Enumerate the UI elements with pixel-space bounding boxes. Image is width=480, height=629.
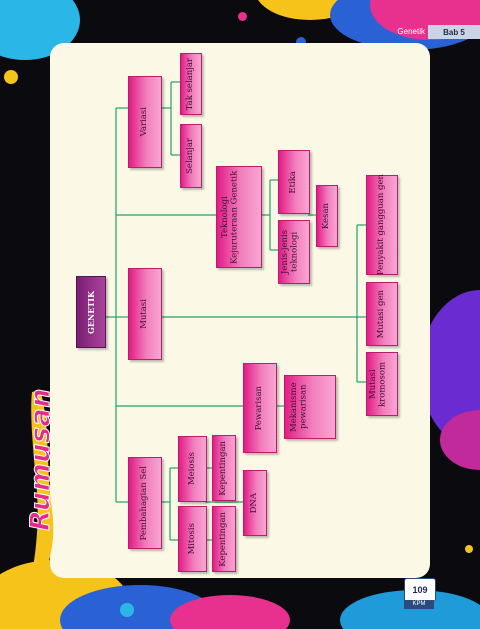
chapter-tab: Bab 5 (428, 25, 480, 39)
brush-stroke-decor (31, 390, 54, 576)
node-jenis-teknologi: Jenis-jenis teknologi (278, 220, 310, 284)
node-kepentingan-meiosis: Kepentingan (212, 435, 236, 501)
node-teknologi: Teknologi Kejuruteraan Genetik (216, 166, 262, 268)
node-dna: DNA (243, 470, 267, 536)
node-meiosis: Meiosis (178, 436, 207, 502)
chapter-title: Genetik (397, 27, 425, 36)
node-genetik: GENETIK (76, 276, 106, 348)
node-mutasi: Mutasi (128, 268, 162, 360)
node-mutasi-gen: Mutasi gen (366, 282, 398, 346)
node-kepentingan-mitosis: Kepentingan (212, 506, 236, 572)
section-heading-rumusan: Rumusan (10, 380, 66, 580)
decor-blob-pink-bottom (170, 595, 290, 629)
decor-dot-cyan (120, 603, 134, 617)
node-kesan: Kesan (316, 185, 338, 247)
page-number: 109 (404, 578, 436, 602)
node-variasi: Variasi (128, 76, 162, 168)
node-penyakit-gangguan-gen: Penyakit gangguan gen (366, 174, 398, 276)
decor-dot-blue (296, 37, 306, 47)
decor-dot-yellow-right (465, 545, 473, 553)
node-selanjar: Selanjar (180, 124, 202, 188)
decor-dot-yellow (4, 70, 18, 84)
node-mitosis: Mitosis (178, 506, 207, 572)
node-pewarisan: Pewarisan (243, 363, 277, 453)
publisher-mark: KPM (404, 600, 434, 609)
node-mekanisme-pewarisan: Mekanisme pewarisan (284, 375, 336, 439)
node-etika: Etika (278, 150, 310, 214)
decor-dot-pink (238, 12, 247, 21)
node-tak-selanjar: Tak selanjar (180, 53, 202, 115)
node-mutasi-kromosom: Mutasi kromosom (366, 352, 398, 416)
node-pembahagian-sel: Pembahagian Sel (128, 457, 162, 549)
